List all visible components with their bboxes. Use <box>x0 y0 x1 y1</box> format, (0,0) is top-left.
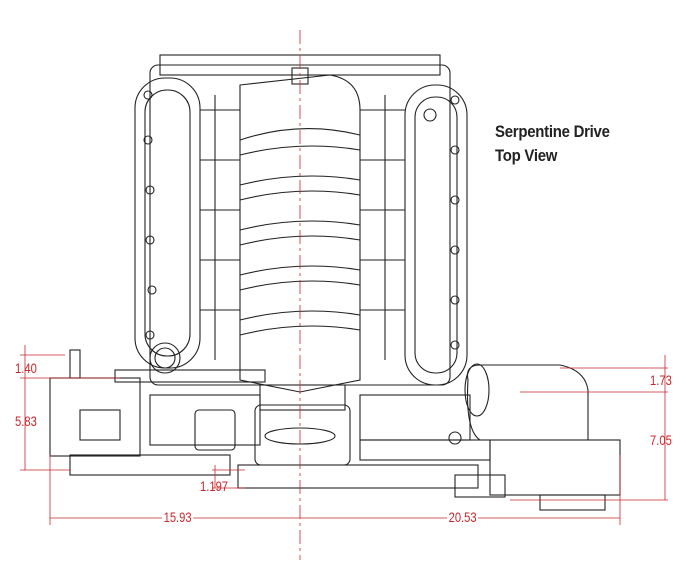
dimension-left-height: 5.83 <box>15 413 37 429</box>
right-valve-cover <box>404 84 468 386</box>
crank-pulley <box>254 404 351 466</box>
air-intake <box>466 364 589 441</box>
dimension-right-height: 7.05 <box>650 432 672 448</box>
dimension-right-top-offset: 1.73 <box>650 372 672 388</box>
diagram-title-line1: Serpentine Drive <box>495 122 610 141</box>
dimension-left-width: 15.93 <box>162 509 194 525</box>
diagram-title-line2: Top View <box>495 146 558 165</box>
throttle-body <box>149 342 181 374</box>
dimension-pulley-offset: 1.197 <box>200 478 229 494</box>
intake-manifold <box>239 74 361 393</box>
dimension-lines <box>20 30 668 560</box>
dimension-left-top-offset: 1.40 <box>15 360 37 376</box>
dimension-right-width: 20.53 <box>447 509 479 525</box>
valve-cover-bolts <box>143 90 460 350</box>
left-bracket <box>49 377 141 457</box>
